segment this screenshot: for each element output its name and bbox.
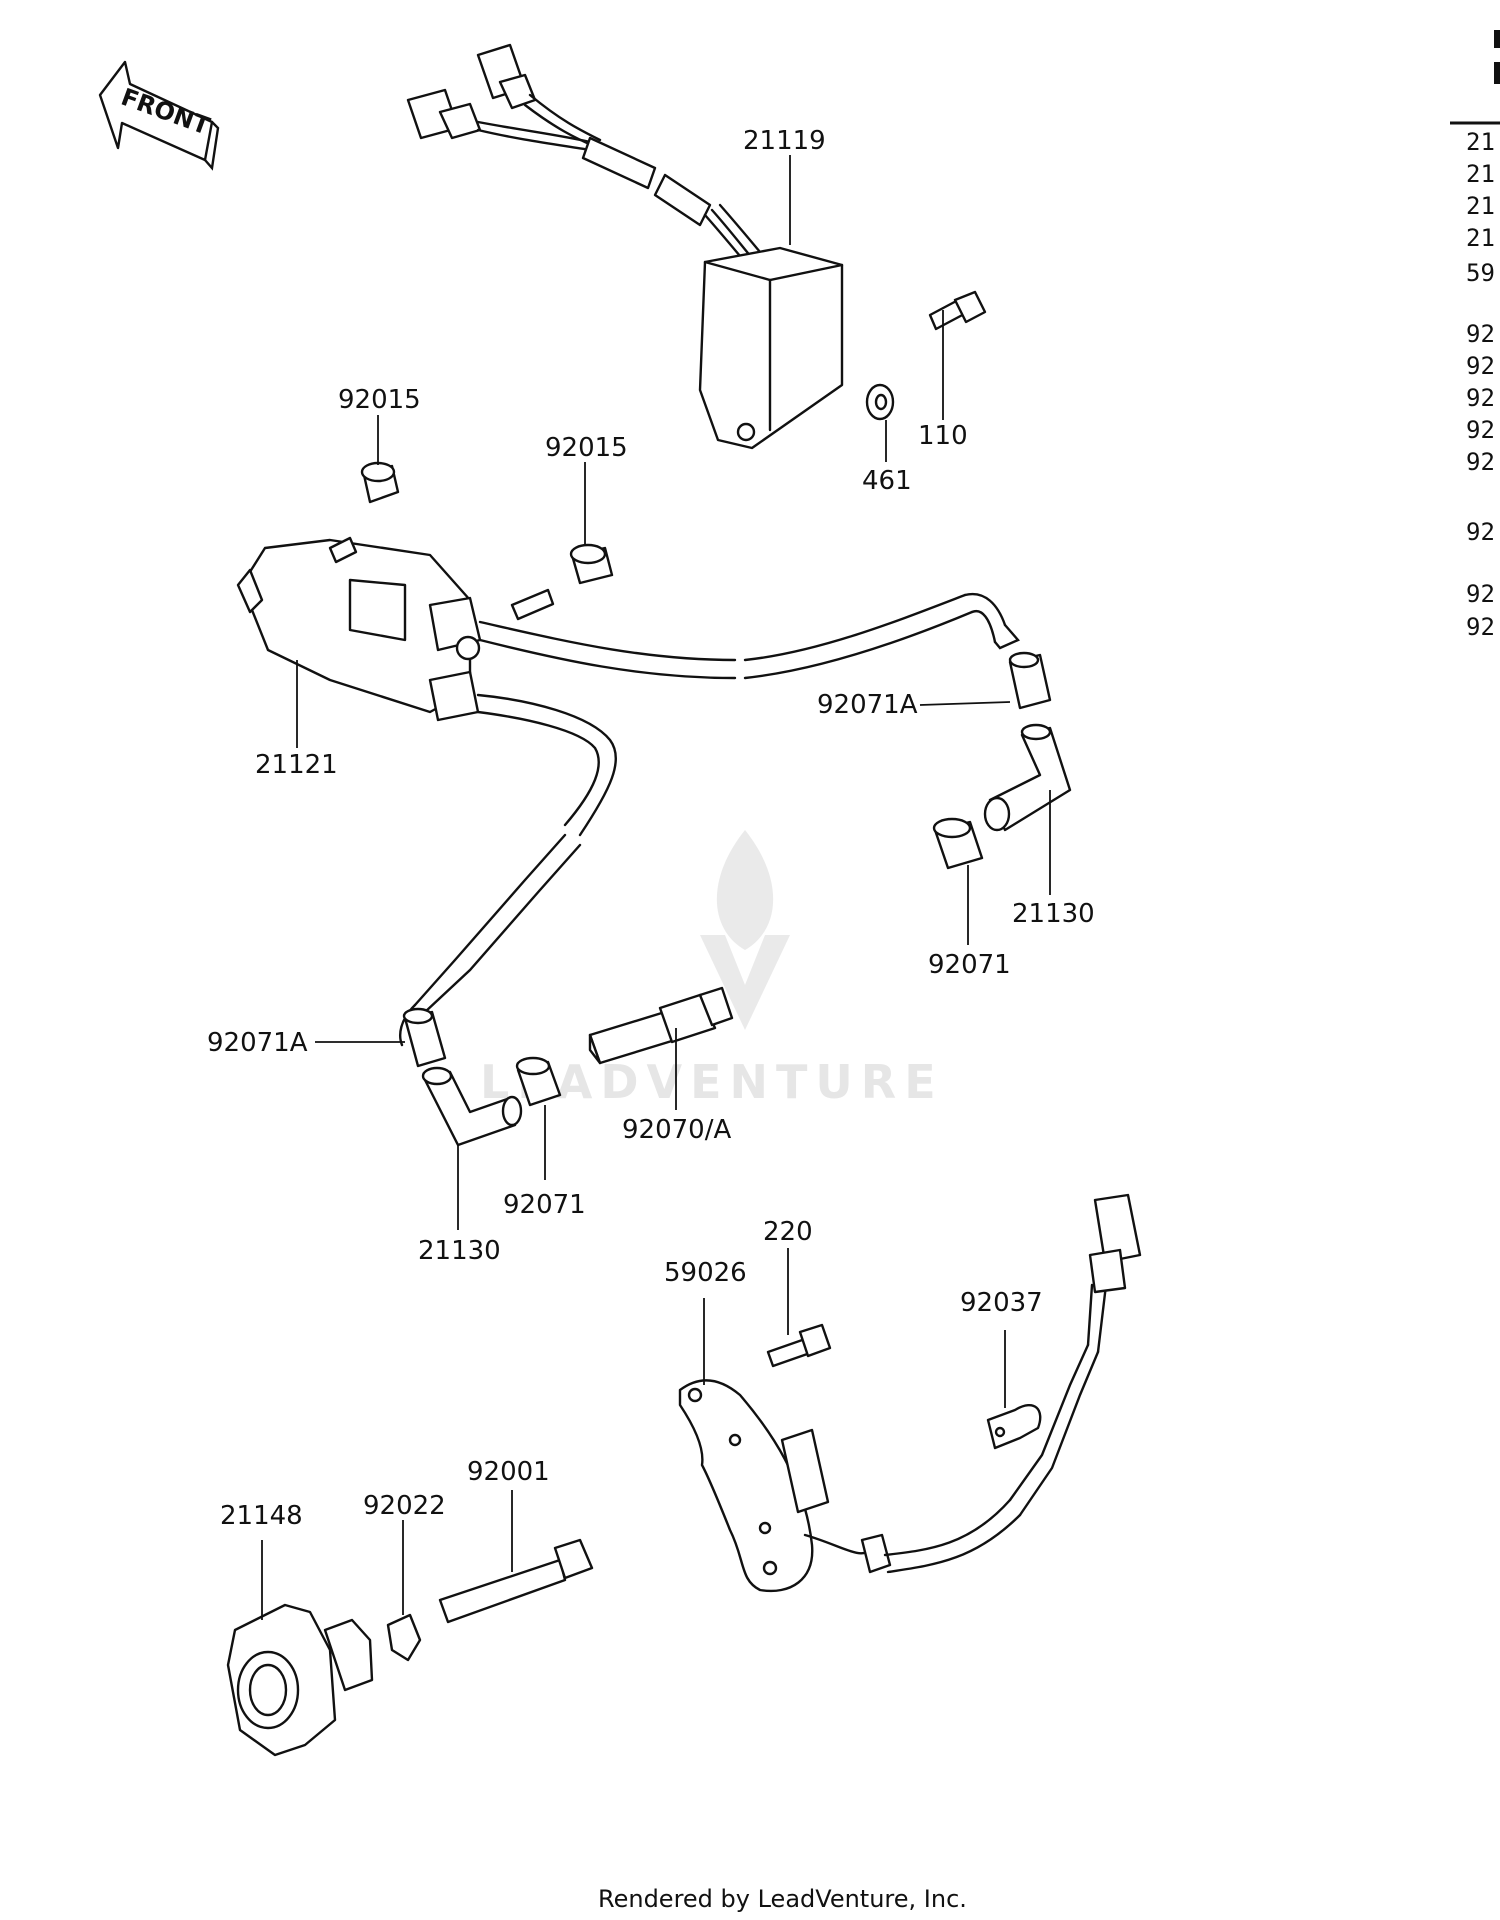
- seal-92071-right: [932, 817, 984, 870]
- footer-credit: Rendered by LeadVenture, Inc.: [598, 1885, 967, 1913]
- watermark-logo: LEADVENTURE: [480, 830, 936, 1109]
- table-row: 21: [1466, 192, 1495, 220]
- leader-lines: [261, 155, 1051, 1620]
- callout-92071-left: 92071: [503, 1190, 586, 1220]
- table-row: 21: [1466, 224, 1495, 252]
- plug-cap-92071A-right: [1008, 651, 1052, 710]
- cap-92015-a: [360, 461, 400, 504]
- spark-plug-92070A: [588, 986, 734, 1065]
- callout-110: 110: [918, 421, 968, 451]
- callout-461: 461: [862, 466, 912, 496]
- ht-lead-upper: [478, 592, 1020, 680]
- callout-21130-left: 21130: [418, 1236, 501, 1266]
- callout-21121: 21121: [255, 750, 338, 780]
- callout-92071A-left: 92071A: [207, 1028, 308, 1058]
- clamp-92037: [986, 1404, 1042, 1450]
- seal-92071-left: [515, 1056, 562, 1107]
- table-row: 21: [1466, 128, 1495, 156]
- callout-21130-right: 21130: [1012, 899, 1095, 929]
- table-row: 92: [1466, 448, 1495, 476]
- parts-list-table-cropped: 21 21 21 21 59 92 92 92 92 92 92 92 92: [1450, 30, 1500, 641]
- plug-cap-92071A-left: [402, 1007, 447, 1068]
- plug-cap-21130-right: [983, 723, 1072, 832]
- callout-92015-a: 92015: [338, 385, 421, 415]
- callout-92037: 92037: [960, 1288, 1043, 1318]
- bolt-110: [928, 290, 987, 331]
- table-marker: [1494, 30, 1500, 48]
- table-marker: [1494, 62, 1500, 84]
- callout-92071A-right: 92071A: [817, 690, 918, 720]
- clip-92022: [386, 1613, 422, 1662]
- washer-461: [865, 383, 895, 421]
- ignition-coil-21121: [236, 536, 555, 722]
- table-rows: 21 21 21 21 59 92 92 92 92 92 92 92 92: [1466, 128, 1495, 641]
- table-row: 92: [1466, 320, 1495, 348]
- callout-59026: 59026: [664, 1258, 747, 1288]
- table-row: 92: [1466, 384, 1495, 412]
- callout-21148: 21148: [220, 1501, 303, 1531]
- table-row: 92: [1466, 518, 1495, 546]
- timing-advancer-21148: [226, 1603, 374, 1757]
- table-row: 92: [1466, 613, 1495, 641]
- pickup-coil-59026: [678, 1193, 1142, 1593]
- screw-220: [766, 1323, 832, 1368]
- callout-92022: 92022: [363, 1491, 446, 1521]
- table-row: 59: [1466, 259, 1495, 287]
- cap-92015-b: [569, 543, 614, 585]
- table-row: 92: [1466, 352, 1495, 380]
- cdi-unit-21119: [406, 43, 844, 450]
- front-arrow-icon: FRONT: [98, 60, 220, 171]
- callout-92071-right: 92071: [928, 950, 1011, 980]
- ht-lead-lower: [399, 693, 618, 1047]
- bolt-92001: [438, 1538, 594, 1624]
- callout-220: 220: [763, 1217, 813, 1247]
- callout-92001: 92001: [467, 1457, 550, 1487]
- callout-92015-b: 92015: [545, 433, 628, 463]
- callout-21119: 21119: [743, 126, 826, 156]
- table-row: 92: [1466, 580, 1495, 608]
- callout-92070A: 92070/A: [622, 1115, 731, 1145]
- table-row: 21: [1466, 160, 1495, 188]
- table-row: 92: [1466, 416, 1495, 444]
